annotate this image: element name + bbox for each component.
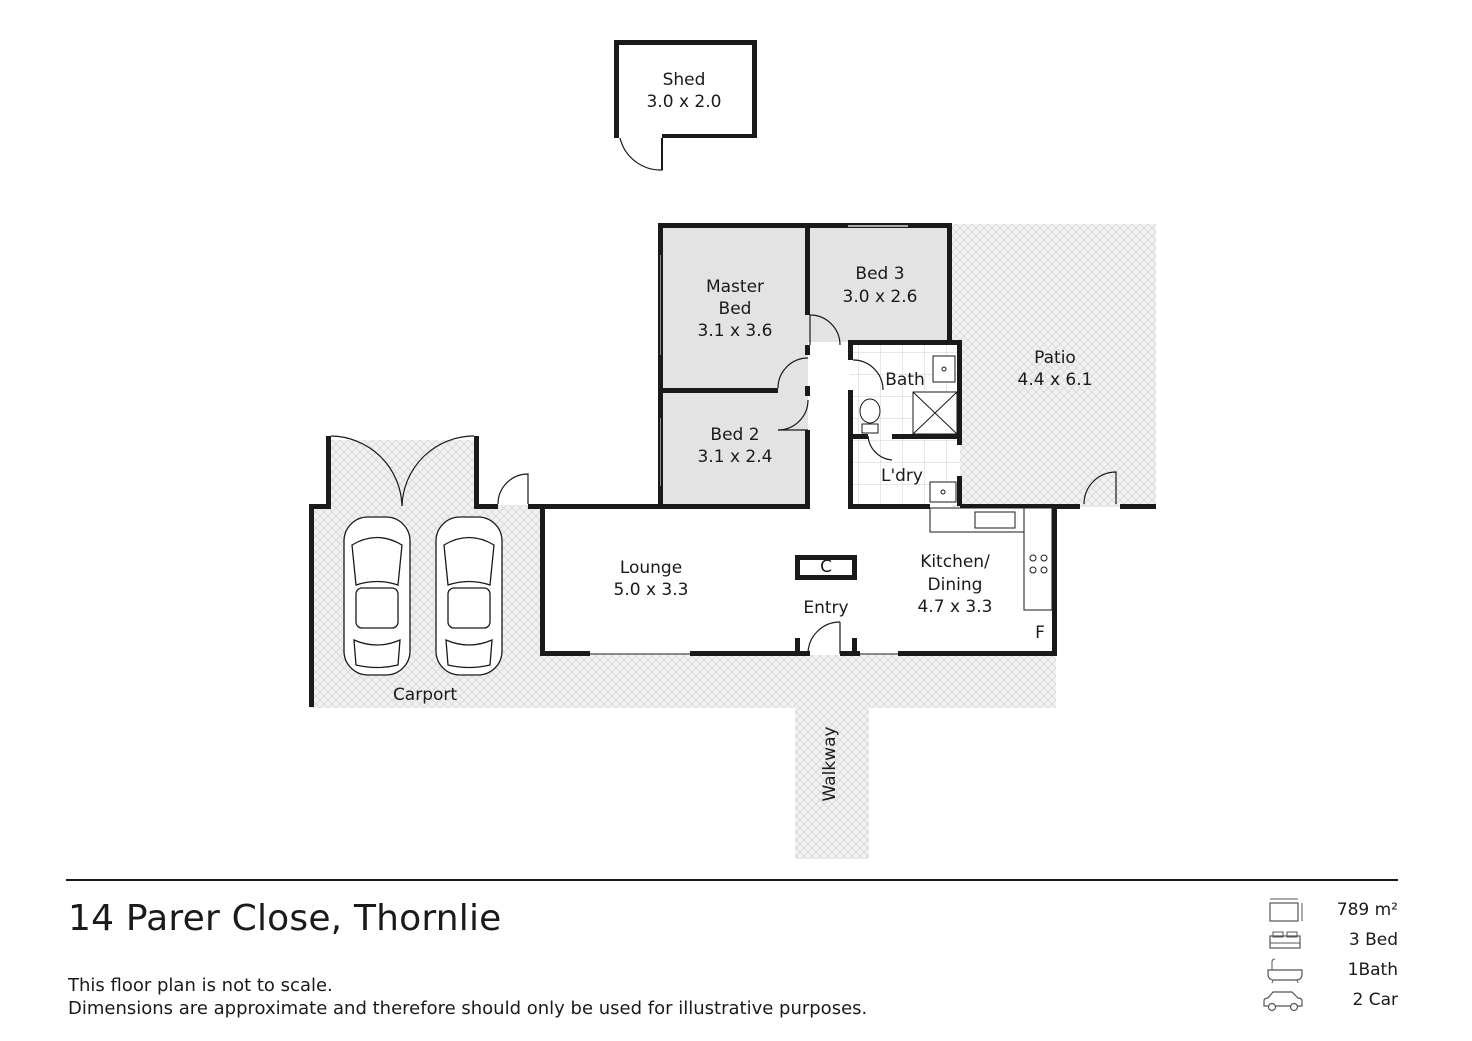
patio-dims: 4.4 x 6.1 bbox=[1018, 370, 1093, 390]
stat-land-area: 789 m² bbox=[1258, 896, 1398, 926]
car-right bbox=[435, 516, 503, 676]
lounge-dims: 5.0 x 3.3 bbox=[614, 580, 689, 600]
bed-icon bbox=[1269, 931, 1301, 949]
side-gate bbox=[497, 473, 529, 505]
patio-label: Patio bbox=[1034, 348, 1076, 368]
master-bed-label-1: Master bbox=[706, 277, 764, 297]
stat-car-spaces: 2 Car bbox=[1258, 986, 1398, 1016]
disclaimer-line-1: This floor plan is not to scale. bbox=[68, 975, 333, 996]
patio-door bbox=[1083, 471, 1117, 505]
walkway-label: Walkway bbox=[820, 726, 840, 801]
property-address: 14 Parer Close, Thornlie bbox=[68, 898, 502, 939]
carport-label: Carport bbox=[393, 685, 457, 705]
carport-gate-left bbox=[330, 435, 403, 507]
bath-label: Bath bbox=[885, 370, 925, 390]
stat-bedrooms: 3 Bed bbox=[1258, 926, 1398, 956]
patio-paving bbox=[952, 224, 1156, 507]
floor-plan: Shed 3.0 x 2.0 bbox=[309, 40, 1156, 859]
carport-gate-right bbox=[401, 435, 475, 507]
bed2-label: Bed 2 bbox=[710, 425, 759, 445]
toilet bbox=[859, 398, 881, 424]
entry-door bbox=[807, 621, 841, 655]
property-stats: 789 m² 3 Bed 1Bath 2 Car bbox=[1258, 896, 1398, 1016]
walkway-paving bbox=[795, 706, 869, 859]
kitchen-side-bench bbox=[1023, 507, 1053, 611]
stat-car-spaces-value: 2 Car bbox=[1352, 990, 1399, 1010]
closet-label: C bbox=[820, 557, 832, 577]
doors bbox=[330, 314, 1117, 655]
land-area-icon bbox=[1269, 898, 1303, 922]
gate-paving bbox=[330, 440, 474, 505]
kitchen-label-1: Kitchen/ bbox=[920, 552, 990, 572]
room-labels: Master Bed 3.1 x 3.6 Bed 3 3.0 x 2.6 Pat… bbox=[393, 264, 1093, 802]
master-door bbox=[777, 357, 809, 389]
laundry-label: L'dry bbox=[881, 466, 923, 486]
car-icon bbox=[1263, 991, 1303, 1012]
front-path-paving bbox=[544, 655, 1056, 708]
bed3-door bbox=[809, 314, 841, 346]
stat-bathrooms-value: 1Bath bbox=[1347, 960, 1398, 980]
kitchen-label-2: Dining bbox=[928, 575, 983, 595]
stat-land-area-value: 789 m² bbox=[1336, 900, 1398, 920]
shed-door-swing bbox=[619, 137, 663, 171]
paving bbox=[310, 224, 1156, 859]
walls bbox=[309, 223, 1156, 707]
fixtures bbox=[859, 355, 1053, 611]
car-left bbox=[343, 516, 411, 676]
lounge-label: Lounge bbox=[620, 558, 682, 578]
bed3-room bbox=[808, 226, 952, 342]
footer-divider bbox=[66, 879, 1398, 881]
master-bed-dims: 3.1 x 3.6 bbox=[698, 321, 773, 341]
stat-bedrooms-value: 3 Bed bbox=[1348, 930, 1398, 950]
entry-label: Entry bbox=[803, 598, 848, 618]
master-bed-room bbox=[662, 226, 808, 392]
bed3-label: Bed 3 bbox=[855, 264, 904, 284]
bed2-room bbox=[662, 392, 808, 505]
bed2-dims: 3.1 x 2.4 bbox=[698, 447, 773, 467]
kitchen-dims: 4.7 x 3.3 bbox=[918, 597, 993, 617]
bath-door bbox=[852, 359, 884, 391]
shed-label: Shed bbox=[663, 70, 706, 90]
fridge-label: F bbox=[1035, 623, 1045, 643]
disclaimer-line-2: Dimensions are approximate and therefore… bbox=[68, 998, 868, 1019]
bed3-dims: 3.0 x 2.6 bbox=[843, 287, 918, 307]
master-bed-label-2: Bed bbox=[719, 299, 752, 319]
disclaimer: This floor plan is not to scale. Dimensi… bbox=[68, 974, 867, 1020]
laundry-door bbox=[867, 435, 893, 461]
kitchen-sink bbox=[974, 511, 1016, 529]
bathtub-icon bbox=[1267, 958, 1303, 984]
shed: Shed 3.0 x 2.0 bbox=[614, 40, 757, 171]
shed-dims: 3.0 x 2.0 bbox=[647, 92, 722, 112]
stat-bathrooms: 1Bath bbox=[1258, 956, 1398, 986]
